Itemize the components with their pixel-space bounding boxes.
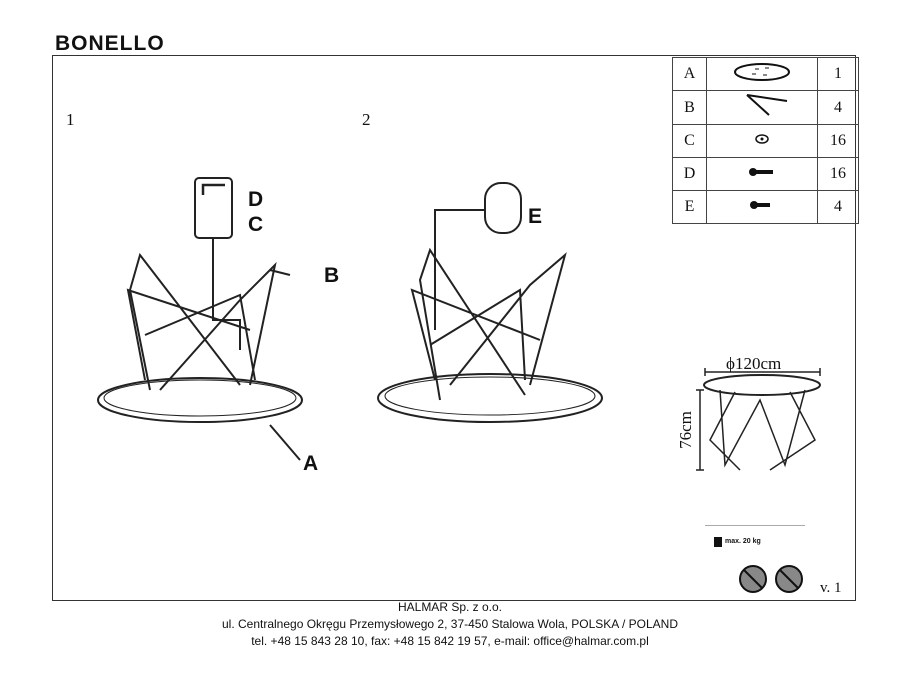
part-qty: 16 — [817, 124, 859, 158]
height-dimension: 76cm — [675, 411, 695, 449]
footer-address: ul. Centralnego Okręgu Przemysłowego 2, … — [221, 617, 678, 631]
part-letter: D — [672, 157, 707, 191]
leg-icon — [746, 94, 788, 116]
washer-icon — [755, 133, 769, 144]
label-e: E — [528, 205, 543, 228]
label-b: B — [324, 264, 340, 287]
part-qty: 4 — [817, 90, 859, 125]
step-number-1: 1 — [66, 110, 75, 129]
footer-contact: tel. +48 15 843 28 10, fax: +48 15 842 1… — [251, 634, 649, 648]
step1-drawing — [97, 177, 303, 461]
max-weight-text: max. 20 kg — [725, 538, 761, 545]
footer-company: HALMAR Sp. z o.o. — [397, 600, 503, 614]
label-d: D — [248, 188, 264, 211]
label-a: A — [303, 452, 319, 475]
part-qty: 4 — [817, 190, 859, 224]
dimension-drawing — [696, 368, 821, 471]
bolt-icon — [750, 201, 770, 209]
label-c: C — [248, 213, 264, 236]
diameter-dimension: ϕ120cm — [726, 354, 782, 373]
max-weight: max. 20 kg — [705, 525, 805, 545]
table-top-icon — [734, 62, 790, 81]
product-title: BONELLO — [55, 32, 165, 55]
part-letter: C — [672, 124, 707, 158]
version: v. 1 — [820, 580, 842, 596]
instruction-frame — [52, 55, 856, 601]
bolt-icon — [749, 168, 773, 176]
step2-drawing — [377, 182, 603, 423]
warning-icons — [714, 537, 803, 593]
part-letter: B — [672, 90, 707, 125]
step-number-2: 2 — [362, 110, 371, 129]
